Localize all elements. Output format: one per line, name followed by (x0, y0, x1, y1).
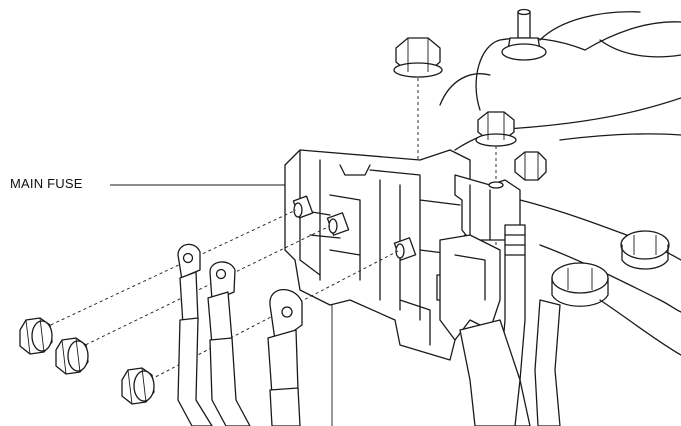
terminal-stud-2 (326, 212, 350, 236)
ring-terminal-cable-2 (207, 261, 251, 426)
flange-nut-left-3 (121, 367, 155, 405)
bus-bar-bracket (454, 174, 521, 241)
cable-far-right (534, 299, 561, 426)
guide-line-2 (74, 225, 331, 351)
flange-nut-right (475, 111, 517, 147)
lower-cable-center (459, 319, 521, 426)
stud-bolt (501, 8, 547, 61)
ring-terminal-cable-3 (267, 289, 303, 426)
terminal-stud-1 (292, 195, 314, 219)
flange-nut-left-2 (55, 337, 89, 375)
terminal-stud-3 (393, 237, 417, 261)
main-fuse-label: MAIN FUSE (10, 176, 83, 191)
ring-terminal-cable-1 (177, 243, 213, 426)
hex-nut-bracket (514, 151, 547, 181)
flange-nut-left-1 (19, 317, 53, 355)
round-cap-upper (620, 230, 670, 270)
round-cap-lower (551, 262, 609, 307)
guide-line-1 (39, 209, 297, 331)
flange-nut-top (393, 37, 443, 78)
engine-body-outline (439, 11, 681, 356)
